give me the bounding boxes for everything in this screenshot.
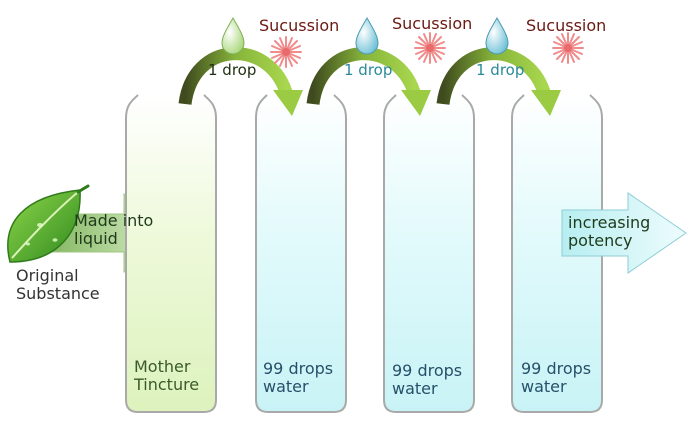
tube-label-water-3: 99 drops water — [521, 359, 592, 397]
transfer-arrow-2 — [306, 47, 431, 116]
tube-label-water-2: 99 drops water — [392, 361, 463, 399]
increasing-potency-label: increasing potency — [568, 213, 651, 251]
tube-label-mother-tincture: Mother Tincture — [134, 357, 200, 395]
tube-label-line1: 99 drops — [263, 359, 334, 378]
leaf-icon — [7, 184, 90, 263]
transfer-arrow-3 — [436, 47, 561, 116]
tube-water-3 — [511, 94, 603, 413]
made-into-liquid-line1: Made into — [74, 211, 154, 230]
original-substance-line2: Substance — [16, 284, 100, 304]
tube-mother-tincture — [125, 94, 217, 413]
droplet-icon-1 — [221, 17, 245, 55]
tube-label-water-1: 99 drops water — [263, 359, 334, 397]
tube-label-line2: water — [392, 379, 438, 399]
drop-label-1: 1 drop — [208, 61, 257, 79]
tube-label-line1: Mother — [134, 357, 191, 376]
succussion-label-3: Sucussion — [526, 16, 607, 35]
made-into-liquid-label: Made into liquid — [74, 211, 154, 249]
succussion-label-1: Sucussion — [259, 16, 340, 35]
tube-label-line1: 99 drops — [392, 361, 463, 380]
starburst-icon-3 — [552, 32, 584, 64]
increasing-potency-line2: potency — [568, 231, 633, 251]
starburst-icon-2 — [414, 32, 446, 64]
made-into-liquid-line2: liquid — [74, 229, 118, 249]
starburst-icon-1 — [270, 36, 302, 68]
tube-water-1 — [255, 94, 347, 413]
succussion-label-2: Sucussion — [392, 14, 473, 33]
tube-water-2 — [383, 94, 475, 413]
original-substance-label: Original Substance — [16, 266, 100, 304]
drop-label-2: 1 drop — [344, 61, 393, 79]
droplet-icon-2 — [355, 17, 379, 55]
droplet-icon-3 — [485, 17, 509, 55]
increasing-potency-line1: increasing — [568, 213, 651, 232]
increasing-potency-arrow — [561, 192, 687, 274]
tube-label-line1: 99 drops — [521, 359, 592, 378]
tube-label-line2: water — [263, 377, 309, 397]
tube-label-line2: Tincture — [134, 375, 200, 395]
tube-label-line2: water — [521, 377, 567, 397]
original-substance-line1: Original — [16, 266, 79, 285]
drop-label-3: 1 drop — [476, 61, 525, 79]
